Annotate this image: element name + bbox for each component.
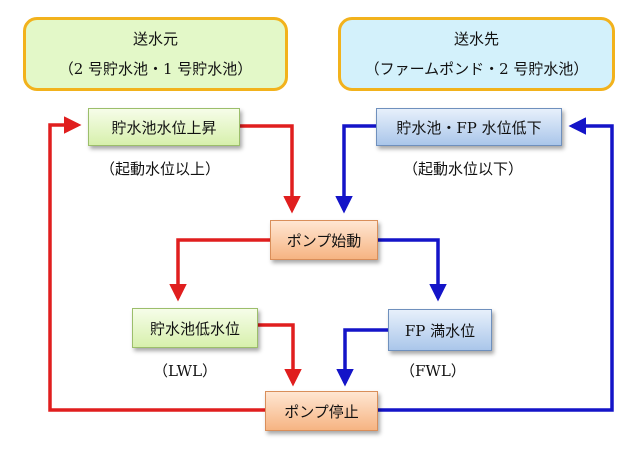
arrow-pump-start-to-fp-full: [378, 238, 447, 302]
node-pump-stop: ポンプ停止: [265, 391, 378, 431]
node-reservoir-low: 貯水池低水位: [132, 308, 258, 348]
arrow-stop-to-reservoir-rise: [48, 116, 265, 412]
arrow-reservoir-rise-to-pump-start: [240, 124, 301, 214]
node-reservoir-rise: 貯水池水位上昇: [88, 108, 240, 146]
arrow-reservoir-low-to-pump-stop: [258, 323, 302, 387]
label-start-below: （起動水位以下）: [403, 160, 524, 178]
destination-title: 送水先: [453, 30, 499, 48]
source-header: 送水元 （2 号貯水池・1 号貯水池）: [23, 17, 288, 91]
source-title: 送水元: [132, 30, 178, 48]
label-lwl: （LWL）: [153, 362, 218, 380]
arrow-pump-start-to-reservoir-low: [169, 238, 270, 302]
destination-subtitle: （ファームポンド・2 号貯水池）: [364, 60, 589, 78]
source-subtitle: （2 号貯水池・1 号貯水池）: [58, 60, 253, 78]
destination-header: 送水先 （ファームポンド・2 号貯水池）: [338, 17, 615, 91]
arrow-fp-fall-to-pump-start: [335, 124, 376, 214]
label-start-above: （起動水位以上）: [100, 160, 221, 178]
node-reservoir-fp-fall: 貯水池・FP 水位低下: [376, 108, 562, 146]
node-fp-full: FP 満水位: [388, 309, 492, 351]
arrow-stop-to-fp-fall: [378, 117, 614, 412]
label-fwl: （FWL）: [400, 362, 466, 380]
arrow-fp-full-to-pump-stop: [336, 328, 388, 387]
node-pump-start: ポンプ始動: [270, 220, 378, 260]
